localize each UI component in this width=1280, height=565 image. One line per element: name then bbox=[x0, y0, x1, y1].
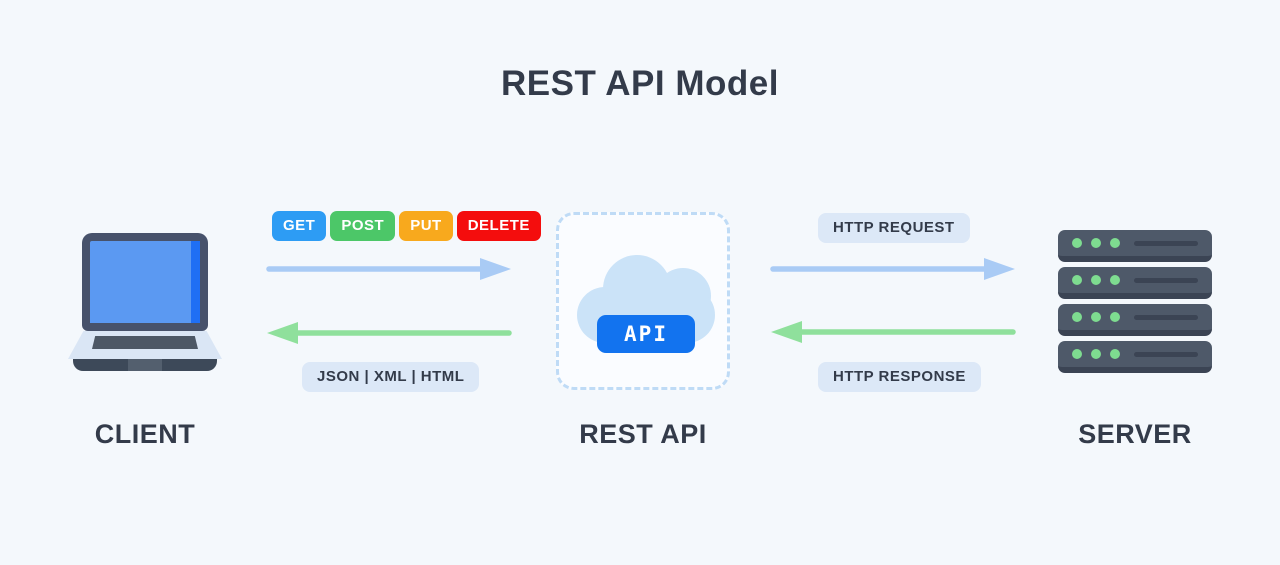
server-led bbox=[1091, 275, 1101, 285]
laptop-bottom-bar bbox=[73, 359, 217, 371]
method-badge-put: PUT bbox=[399, 211, 453, 241]
server-led bbox=[1110, 238, 1120, 248]
method-badge-delete: DELETE bbox=[456, 211, 541, 241]
server-slot bbox=[1134, 315, 1198, 320]
server-led bbox=[1072, 238, 1082, 248]
server-led bbox=[1072, 275, 1082, 285]
laptop-base bbox=[68, 331, 222, 359]
client-label: CLIENT bbox=[94, 419, 196, 449]
server-led bbox=[1091, 238, 1101, 248]
server-led bbox=[1110, 275, 1120, 285]
method-badge-get: GET bbox=[272, 211, 327, 241]
server-slot bbox=[1134, 278, 1198, 283]
server-slot bbox=[1134, 241, 1198, 246]
server-led bbox=[1110, 312, 1120, 322]
request-arrow-client-to-api bbox=[266, 258, 511, 280]
rest-api-box: API bbox=[556, 212, 730, 390]
server-slot bbox=[1134, 352, 1198, 357]
server-led bbox=[1072, 312, 1082, 322]
rest-api-label: REST API bbox=[579, 419, 707, 449]
laptop-screen bbox=[82, 233, 208, 331]
server-led bbox=[1110, 349, 1120, 359]
laptop-icon bbox=[68, 231, 222, 371]
response-arrow-api-to-client bbox=[267, 322, 512, 344]
http-response-label: HTTP RESPONSE bbox=[818, 362, 981, 392]
server-led bbox=[1072, 349, 1082, 359]
server-rack-unit bbox=[1058, 267, 1212, 299]
laptop-screen-highlight bbox=[191, 241, 200, 323]
http-method-badges: GET POST PUT DELETE bbox=[272, 211, 541, 241]
laptop-bottom-notch bbox=[127, 359, 163, 371]
diagram-title: REST API Model bbox=[501, 64, 779, 103]
server-led bbox=[1091, 312, 1101, 322]
method-badge-post: POST bbox=[330, 211, 396, 241]
server-rack-unit bbox=[1058, 341, 1212, 373]
api-chip: API bbox=[597, 315, 695, 353]
server-icon bbox=[1058, 230, 1212, 373]
request-arrow-api-to-server bbox=[770, 258, 1015, 280]
laptop-keyboard bbox=[92, 336, 198, 349]
server-label: SERVER bbox=[1078, 419, 1192, 449]
response-formats-label: JSON | XML | HTML bbox=[302, 362, 480, 392]
response-arrow-server-to-api bbox=[771, 321, 1016, 343]
server-rack-unit bbox=[1058, 230, 1212, 262]
server-rack-unit bbox=[1058, 304, 1212, 336]
http-request-label: HTTP REQUEST bbox=[818, 213, 970, 243]
server-led bbox=[1091, 349, 1101, 359]
